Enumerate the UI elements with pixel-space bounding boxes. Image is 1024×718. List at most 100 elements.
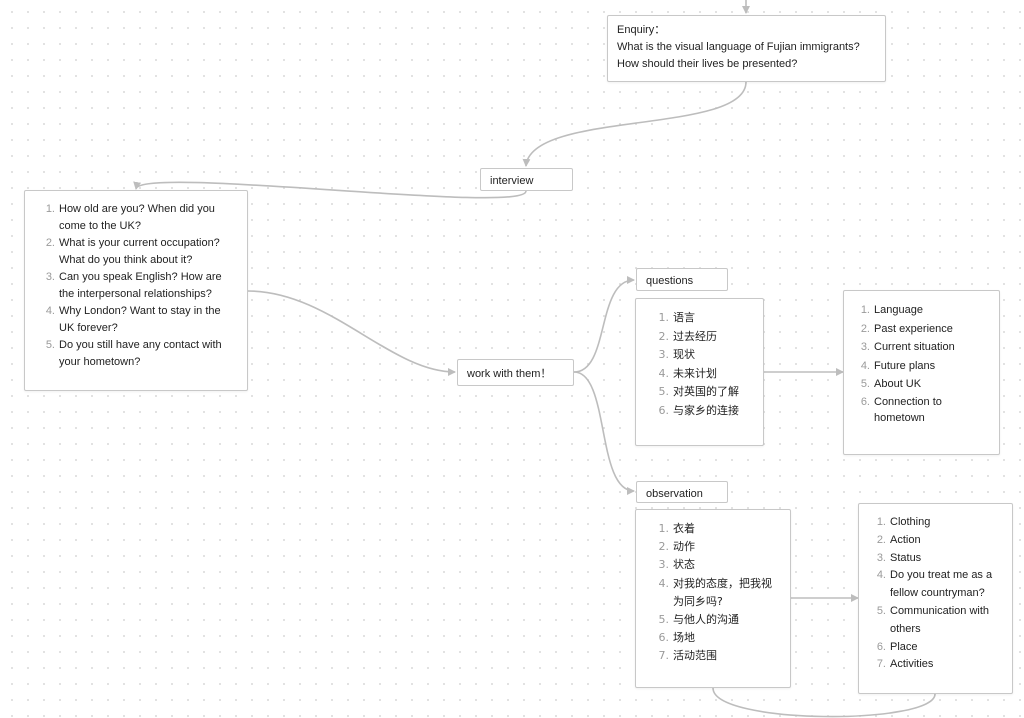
enquiry-title: Enquiry： <box>617 24 666 36</box>
list-number: 2. <box>658 329 670 343</box>
list-number: 5. <box>860 378 870 390</box>
list-item: 2. What is your current occupation? What … <box>35 235 229 269</box>
list-number: 7. <box>876 658 886 671</box>
questions-node[interactable]: questions <box>636 268 728 291</box>
list-text: Current situation <box>874 341 955 353</box>
list-item: 1. How old are you? When did you come to … <box>35 201 229 235</box>
list-text: Activities <box>890 658 934 671</box>
list-item: 7. Activities <box>866 656 998 674</box>
list-number: 3. <box>658 348 670 361</box>
list-item: 4.未来计划 <box>649 365 755 384</box>
list-text: 过去经历 <box>673 329 717 343</box>
list-text: Status <box>890 551 922 564</box>
list-number: 2. <box>876 533 886 546</box>
interview-questions-card[interactable]: 1. How old are you? When did you come to … <box>24 190 248 391</box>
list-number: 6. <box>860 395 870 408</box>
list-text: How old are you? When did you come to th… <box>59 203 215 232</box>
list-item: 4.Do you treat me as a fellow countryman… <box>866 567 998 603</box>
connector-work-to-questions <box>573 276 635 373</box>
list-text: Can you speak English? How are the inter… <box>59 271 222 300</box>
list-number: 4. <box>658 366 670 380</box>
interview-questions-list: 1. How old are you? When did you come to … <box>35 201 229 371</box>
connector-interview-to-questions-card <box>133 181 527 199</box>
list-item: 6. Place <box>866 639 998 657</box>
list-item: 4. Future plans <box>850 357 987 376</box>
list-number: 4. <box>658 576 670 590</box>
list-text: What is your current occupation? What do… <box>59 237 220 266</box>
list-item: 5.About UK <box>850 375 987 394</box>
list-item: 1.衣着 <box>649 520 778 538</box>
list-number: 4. <box>876 569 886 582</box>
list-text: Clothing <box>890 516 931 528</box>
list-item: 3.现状 <box>649 346 755 365</box>
observation-en-card[interactable]: 1. Clothing 2.Action 3. Status 4.Do you tr… <box>858 503 1013 694</box>
questions-en-card[interactable]: 1. Language 2. Past experience 3.Current s… <box>843 290 1000 455</box>
list-number: 4. <box>860 359 870 372</box>
questions-cn-card[interactable]: 1.语言 2.过去经历 3.现状 4.未来计划 5.对英国的了解 6.与家乡的连… <box>635 298 764 446</box>
enquiry-question-2: How should their lives be presented? <box>617 58 798 70</box>
list-number: 5. <box>658 385 670 398</box>
connector-bottom-continuation <box>712 687 936 718</box>
list-text: 与家乡的连接 <box>673 403 739 417</box>
list-text: 对我的态度，把我视为同乡吗? <box>673 576 772 608</box>
list-number: 5. <box>658 613 670 627</box>
list-number: 1. <box>45 203 55 215</box>
observation-cn-card[interactable]: 1.衣着 2.动作 3.状态 4.对我的态度，把我视为同乡吗? 5.与他人的沟通… <box>635 509 791 688</box>
list-item: 2.Action <box>866 532 998 550</box>
list-number: 2. <box>45 237 55 249</box>
list-text: 场地 <box>673 631 695 645</box>
list-item: 6.Connection to hometown <box>850 394 987 426</box>
list-item: 1. Language <box>850 301 987 320</box>
list-text: Past experience <box>874 322 953 335</box>
list-item: 2.动作 <box>649 538 778 556</box>
list-item: 3. Can you speak English? How are the int… <box>35 269 229 303</box>
list-number: 6. <box>658 403 670 417</box>
list-number: 1. <box>860 304 870 316</box>
list-number: 7. <box>658 649 670 663</box>
list-text: 活动范围 <box>673 649 717 663</box>
list-item: 6.与家乡的连接 <box>649 402 755 421</box>
list-item: 7.活动范围 <box>649 647 778 665</box>
list-number: 5. <box>45 339 55 351</box>
list-number: 3. <box>45 271 55 283</box>
list-item: 2.过去经历 <box>649 328 755 347</box>
observation-node[interactable]: observation <box>636 481 728 503</box>
list-text: 语言 <box>673 311 695 324</box>
questions-cn-list: 1.语言 2.过去经历 3.现状 4.未来计划 5.对英国的了解 6.与家乡的连… <box>649 309 755 420</box>
list-number: 1. <box>876 516 886 528</box>
list-text: 未来计划 <box>673 366 717 380</box>
list-item: 3.Current situation <box>850 338 987 357</box>
connector-questions-card-to-work <box>247 290 456 376</box>
list-item: 4.对我的态度，把我视为同乡吗? <box>649 575 778 611</box>
list-item: 2. Past experience <box>850 320 987 339</box>
enquiry-card[interactable]: Enquiry： What is the visual language of … <box>607 15 886 82</box>
list-text: 与他人的沟通 <box>673 613 739 627</box>
list-number: 1. <box>658 522 670 535</box>
list-number: 5. <box>876 604 886 617</box>
observation-cn-list: 1.衣着 2.动作 3.状态 4.对我的态度，把我视为同乡吗? 5.与他人的沟通… <box>649 520 778 666</box>
list-text: 衣着 <box>673 522 695 535</box>
list-text: Future plans <box>874 359 936 372</box>
list-number: 1. <box>658 311 670 324</box>
list-text: Language <box>874 304 923 316</box>
list-text: Do you still have any contact with your … <box>59 339 222 368</box>
list-item: 5.Communication with others <box>866 603 998 639</box>
list-text: 状态 <box>673 558 695 572</box>
list-number: 6. <box>876 640 886 653</box>
list-number: 3. <box>658 558 670 572</box>
list-item: 5.对英国的了解 <box>649 383 755 402</box>
list-number: 3. <box>876 551 886 564</box>
list-number: 2. <box>860 322 870 335</box>
list-item: 1.语言 <box>649 309 755 328</box>
connector-work-to-observation <box>573 371 635 495</box>
list-number: 6. <box>658 631 670 645</box>
list-item: 6.场地 <box>649 629 778 647</box>
interview-node[interactable]: interview <box>480 168 573 191</box>
work-with-them-node[interactable]: work with them！ <box>457 359 574 386</box>
list-item: 4.Why London? Want to stay in the UK for… <box>35 303 229 337</box>
list-text: Why London? Want to stay in the UK forev… <box>59 305 221 334</box>
list-number: 2. <box>658 540 670 554</box>
list-text: Place <box>890 640 918 653</box>
